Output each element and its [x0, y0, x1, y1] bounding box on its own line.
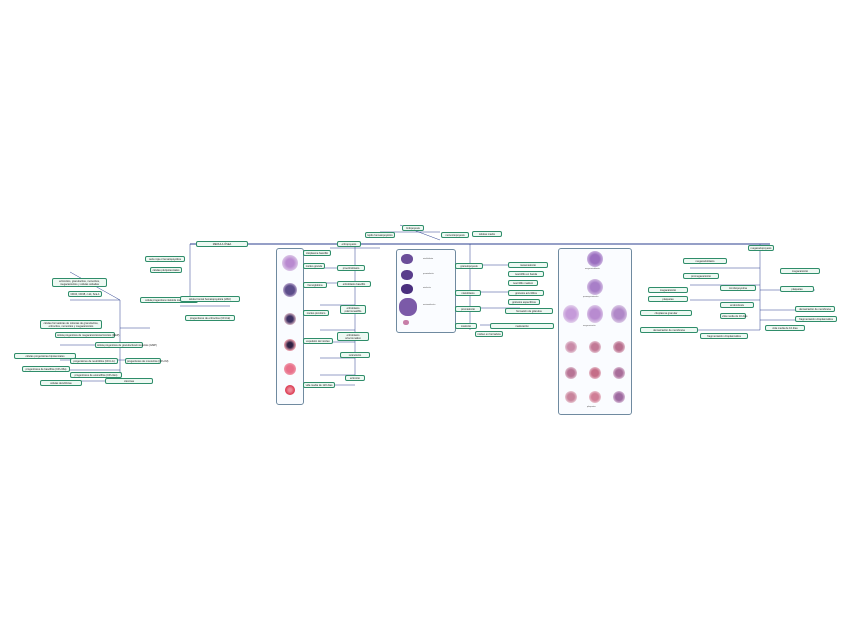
granulo-item-7[interactable]: gránulos específicos [508, 299, 540, 305]
top-node-1[interactable]: tejido hematopoyético [365, 232, 395, 238]
cell-monocyte [399, 298, 417, 316]
left-item-2[interactable]: eritrocitos, granulocitos, monocitos, me… [52, 278, 107, 287]
erythro-item-8[interactable]: hemoglobina [303, 282, 327, 288]
right-item-5[interactable]: endomitosis [720, 302, 754, 308]
granulo-item-2[interactable]: mielocito [455, 323, 477, 329]
left-item-7[interactable]: célula progenitora de megacariocitos/eri… [55, 332, 120, 338]
erythro-item-4[interactable]: reticulocito [340, 352, 370, 358]
left-item-5[interactable]: progenitores de eritrocitos (CFU-E) [185, 315, 235, 321]
left-item-12[interactable]: progenitores de basófilos (CFU-Ba) [22, 366, 70, 372]
granulo-item-9[interactable]: maduración [490, 323, 554, 329]
erythro-item-2[interactable]: eritroblasto policromatófilo [340, 305, 366, 314]
erythro-item-9[interactable]: núcleo picnótico [303, 310, 329, 316]
megakaryo-panel: megacarioblasto promegacariocito megacar… [558, 248, 632, 415]
granulo-item-8[interactable]: formación de gránulos [505, 308, 553, 314]
right-item-1[interactable]: promegacariocito [683, 273, 719, 279]
right-item-4[interactable]: trombopoyetina [720, 285, 756, 291]
right-extra-1[interactable]: plaquetas [780, 286, 814, 292]
caption-2: mielocito [423, 287, 431, 289]
cell-neutrophil [401, 254, 413, 264]
panel-caption-3: plaquetas [587, 406, 596, 408]
cell-basophilic-erythroblast [283, 283, 297, 297]
right-extra-0[interactable]: megacariocito [780, 268, 820, 274]
left-item-9[interactable]: células progenitoras bipotenciales [14, 353, 76, 359]
panel-cell-4 [611, 305, 627, 323]
cell-polychromatic-erythroblast [284, 313, 296, 325]
right-item-3[interactable]: plaquetas [648, 296, 688, 302]
left-item-11[interactable]: progenitores de monocitos (CFU-M) [125, 358, 169, 364]
left-item-4[interactable]: CD34, CD38, c-kit, Sca-1 [68, 291, 102, 297]
right-extra-2[interactable]: demarcación de membrana [795, 306, 835, 312]
left-item-1[interactable]: células pluripotenciales [150, 267, 182, 273]
panel-cell-0 [587, 251, 603, 267]
left-item-3[interactable]: célula troncal hematopoyética (HSC) [180, 296, 240, 302]
erythro-item-5[interactable]: eritrocito [345, 375, 365, 381]
erythro-item-11[interactable]: vida media de 120 días [303, 382, 335, 388]
granulo-item-3[interactable]: metamielocito [508, 262, 548, 268]
cell-basophil [401, 284, 413, 294]
erythro-item-10[interactable]: expulsión del núcleo [303, 338, 333, 344]
left-item-0[interactable]: serie roja o hematopoyética [145, 256, 185, 262]
left-item-8[interactable]: célula progenitora de granulocitos/monoc… [95, 342, 157, 348]
panel-cell-13 [613, 391, 625, 403]
left-item-6[interactable]: células formadoras de colonias de granul… [40, 320, 102, 329]
right-item-7[interactable]: vida media de 10 días [720, 313, 748, 319]
erythro-panel [276, 248, 304, 405]
panel-cell-9 [589, 367, 601, 379]
panel-cell-11 [565, 391, 577, 403]
cell-platelet [403, 320, 409, 325]
cell-proerythroblast [282, 255, 298, 271]
panel-cell-12 [589, 391, 601, 403]
right-item-6[interactable]: citoplasma granular [640, 310, 692, 316]
granulo-hub[interactable]: granulopoyesis [455, 263, 483, 269]
panel-cell-6 [589, 341, 601, 353]
granulo-item-0[interactable]: mieloblasto [455, 290, 481, 296]
granulocyte-panel: mieloblasto promielocito mielocito metam… [396, 249, 456, 333]
left-item-13[interactable]: progenitores de eosinófilos (CFU-Eo) [70, 372, 122, 378]
erythro-item-6[interactable]: citoplasma basófilo [303, 250, 331, 256]
caption-0: mieloblasto [423, 258, 434, 260]
granulo-item-10[interactable]: núcleo en herradura [475, 331, 503, 337]
erythro-item-7[interactable]: núcleo grande [303, 263, 325, 269]
right-extra-3[interactable]: fragmentación citoplasmática [795, 316, 837, 322]
panel-cell-1 [587, 279, 603, 295]
caption-1: promielocito [423, 273, 434, 275]
granulo-item-5[interactable]: neutrófilo maduro [508, 280, 538, 286]
granulo-item-6[interactable]: gránulos azurófilos [508, 290, 544, 296]
panel-cell-2 [563, 305, 579, 323]
panel-caption-2: megacariocito [583, 325, 596, 327]
panel-cell-7 [613, 341, 625, 353]
left-item-10[interactable]: progenitores de neutrófilos (CFU-G) [70, 358, 118, 364]
left-item-15[interactable]: citocinas [105, 378, 153, 384]
cell-orthochromatic-erythroblast [284, 339, 296, 351]
top-node-3[interactable]: monocitopoyesis [441, 232, 469, 238]
caption-3: metamielocito [423, 304, 436, 306]
granulo-item-4[interactable]: neutrófilo en banda [508, 271, 544, 277]
cell-erythrocyte [285, 385, 295, 395]
panel-cell-5 [565, 341, 577, 353]
panel-cell-3 [587, 305, 603, 323]
right-item-2[interactable]: megacariocito [648, 287, 688, 293]
right-item-8[interactable]: demarcación de membrana [640, 327, 698, 333]
panel-cell-8 [565, 367, 577, 379]
granulo-item-1[interactable]: promielocito [455, 306, 481, 312]
right-extra-4[interactable]: vida media de 10 días [765, 325, 805, 331]
right-item-9[interactable]: fragmentación citoplasmática [700, 333, 748, 339]
cell-reticulocyte [284, 363, 296, 375]
left-item-14[interactable]: células dendríticas [40, 380, 82, 386]
right-item-0[interactable]: megacarioblasto [683, 258, 727, 264]
panel-caption-0: megacarioblasto [585, 268, 600, 270]
erythro-item-3[interactable]: eritroblasto ortocromático [337, 332, 369, 341]
erythro-item-1[interactable]: eritroblasto basófilo [337, 281, 371, 287]
erythro-hub[interactable]: eritropoyesis [337, 241, 361, 247]
top-node-4[interactable]: células madre [472, 231, 502, 237]
right-hub[interactable]: megacariopoyesis [748, 245, 774, 251]
center-node[interactable]: MEDULA ÓSEA [196, 241, 248, 247]
panel-caption-1: promegacariocito [583, 296, 599, 298]
erythro-item-0[interactable]: proeritroblasto [337, 265, 365, 271]
top-node-2[interactable]: linfopoyesis [402, 225, 424, 231]
cell-eosinophil [401, 270, 413, 280]
panel-cell-10 [613, 367, 625, 379]
